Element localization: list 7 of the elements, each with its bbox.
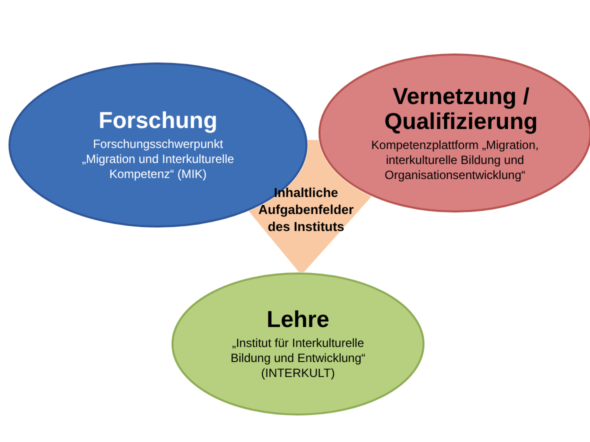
oval-node bbox=[171, 272, 425, 416]
node-description: Forschungsschwerpunkt „Migration und Interkulturelle Kompetenz“ (MIK) bbox=[80, 137, 236, 182]
node-heading: Vernetzung / Qualifizierung bbox=[383, 84, 539, 134]
node-heading: Forschung bbox=[98, 108, 218, 133]
node-heading: Lehre bbox=[266, 307, 330, 332]
node-description: „Institut für Interkulturelle Bildung und Entwicklung“ (INTERKULT) bbox=[230, 336, 366, 381]
node-description: Kompetenzplattform „Migration, interkulturelle Bildung und Organisationsentwicklung“ bbox=[371, 138, 539, 182]
